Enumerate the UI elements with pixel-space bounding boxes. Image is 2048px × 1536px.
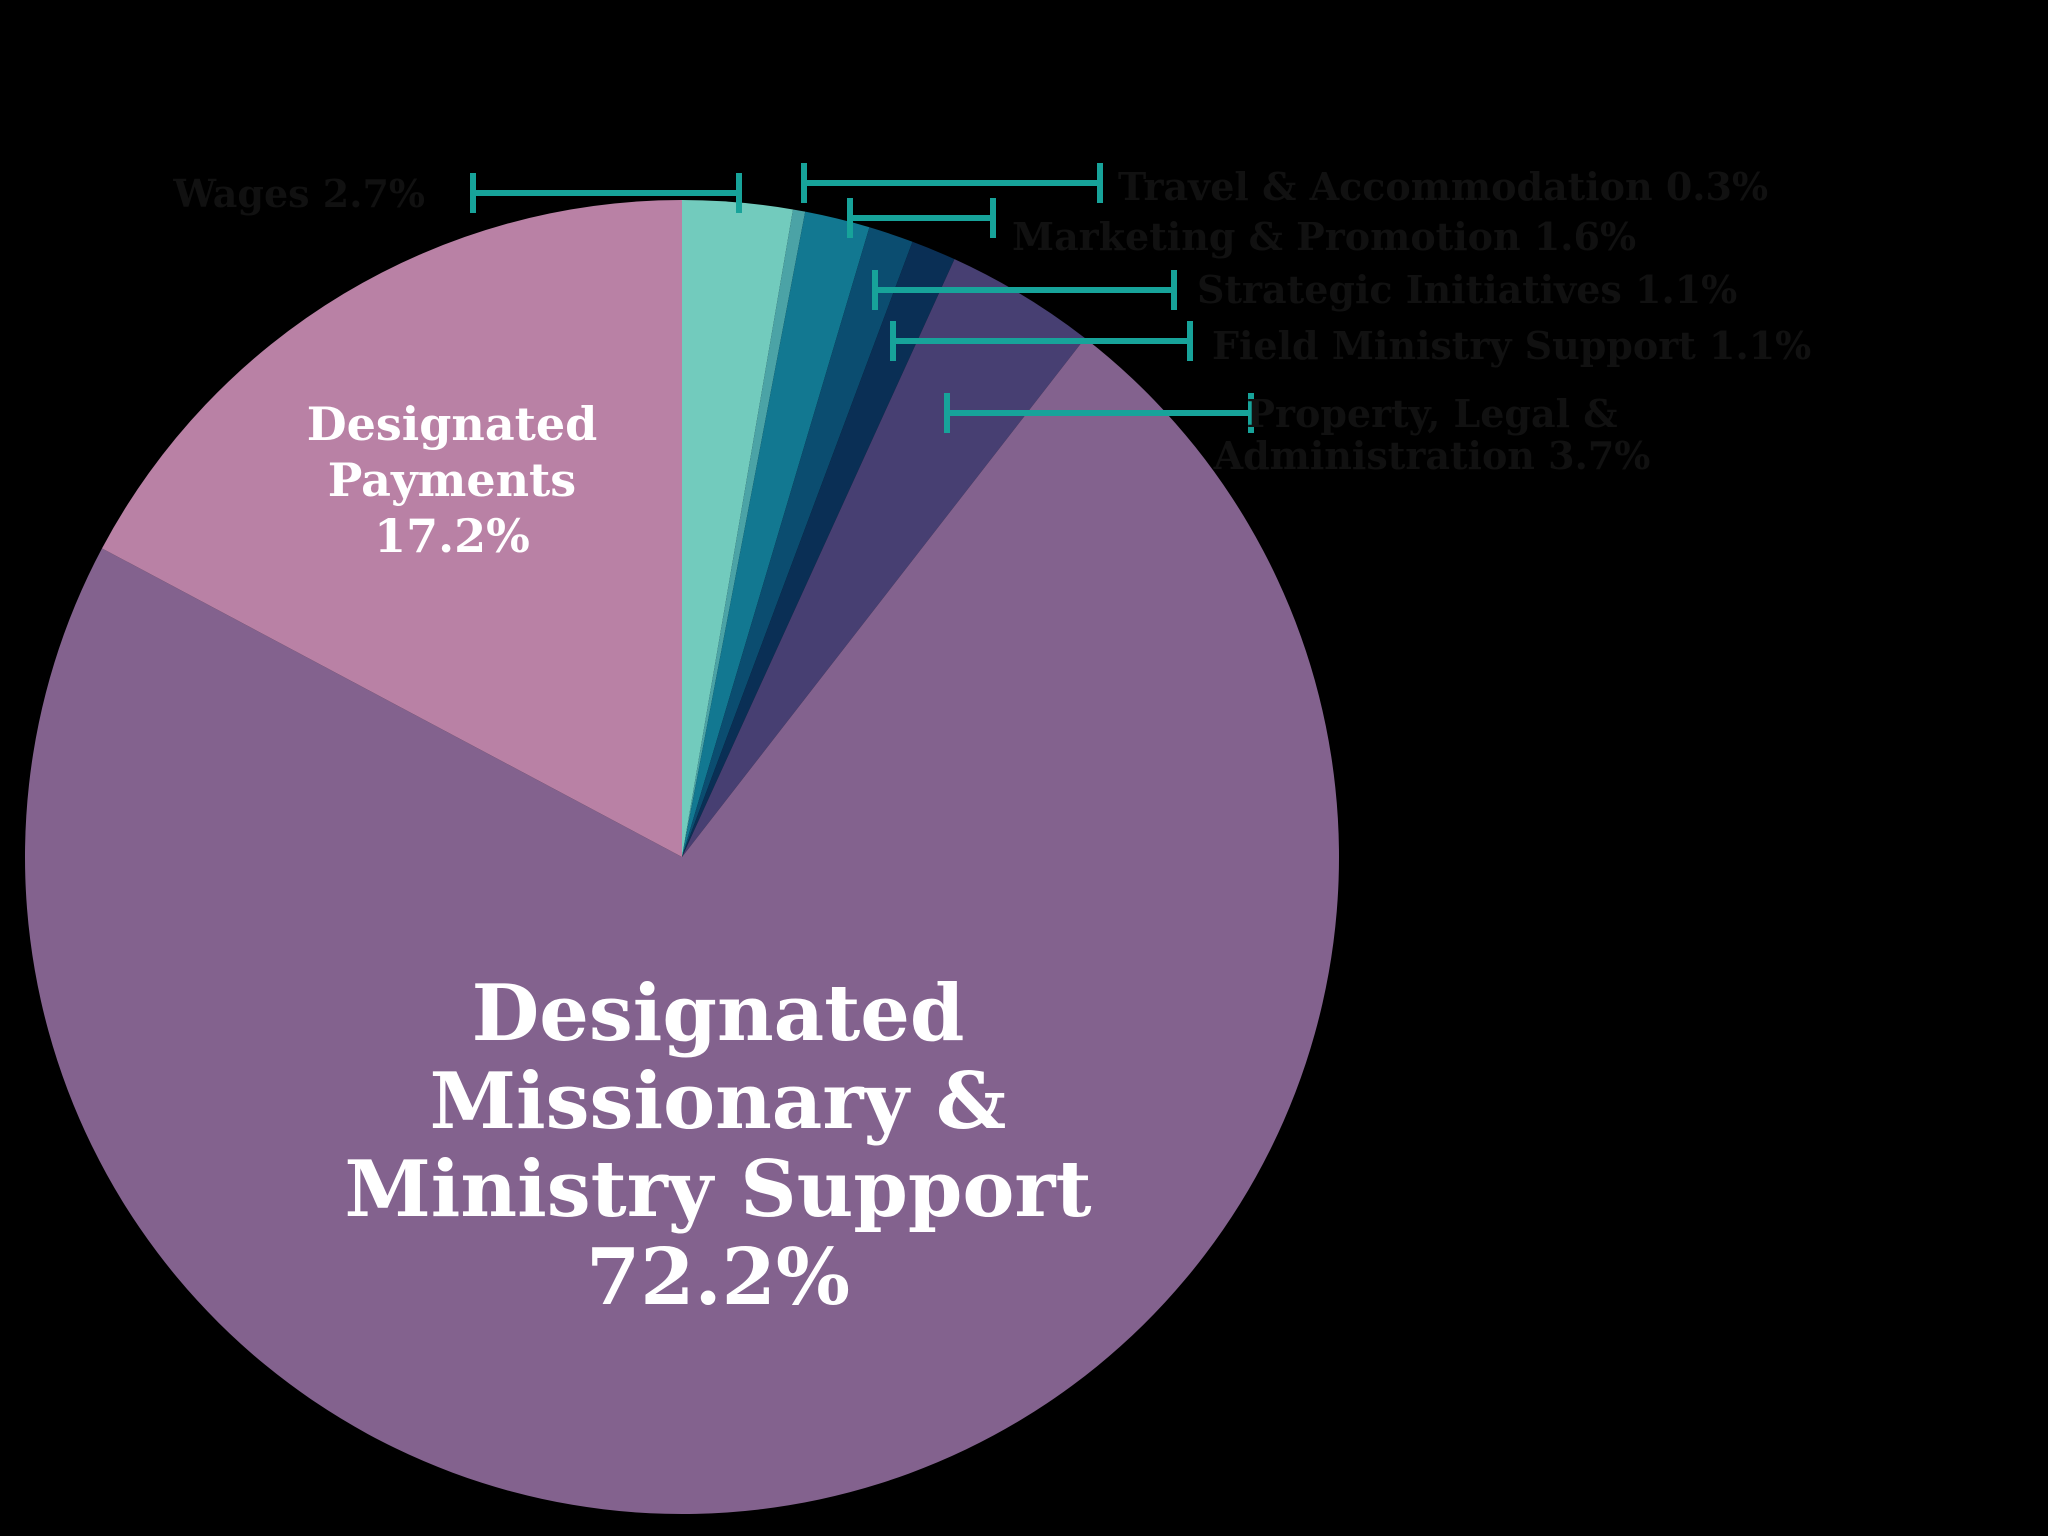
leader-line-1 xyxy=(801,163,1103,203)
pie-slice-2 xyxy=(682,211,870,857)
pie-slice-3 xyxy=(682,227,913,857)
label-wages: Wages 2.7% xyxy=(172,171,425,216)
leader-line-4 xyxy=(890,321,1193,361)
pie-slice-6 xyxy=(24,338,1340,1515)
leader-line-0 xyxy=(470,173,742,213)
label-strategic-initiatives: Strategic Initiatives 1.1% xyxy=(1197,267,1737,312)
leader-line-2 xyxy=(847,198,996,238)
label-field-ministry-support: Field Ministry Support 1.1% xyxy=(1212,323,1811,368)
leader-lines xyxy=(470,163,1254,433)
leader-line-3 xyxy=(872,270,1177,310)
pie-slice-5 xyxy=(682,259,1086,857)
pie-slice-1 xyxy=(682,209,806,858)
pie-slices xyxy=(24,199,1340,1515)
pie-slice-7 xyxy=(102,199,682,857)
pie-slice-0 xyxy=(682,200,794,857)
leader-line-5 xyxy=(944,393,1254,433)
label-property-legal-administration: Property, Legal &Administration 3.7% xyxy=(1213,391,1651,478)
label-marketing-promotion: Marketing & Promotion 1.6% xyxy=(1012,214,1636,259)
label-travel-accommodation: Travel & Accommodation 0.3% xyxy=(1118,164,1768,209)
pie-slice-4 xyxy=(682,241,955,857)
